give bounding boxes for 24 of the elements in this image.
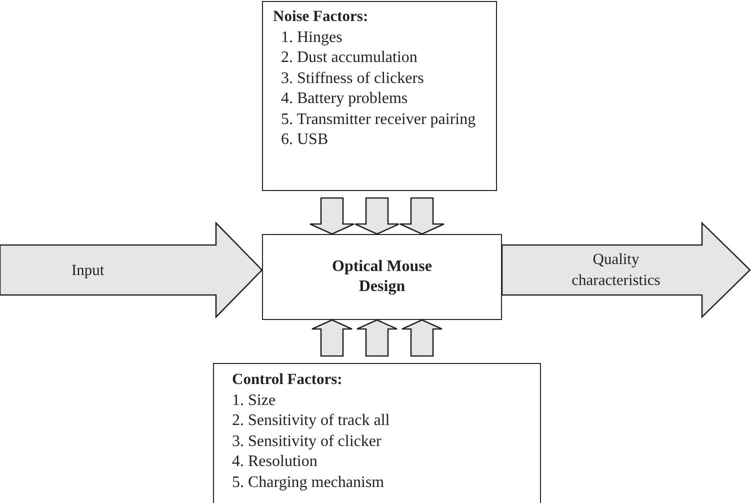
list-heading: Control Factors:	[232, 370, 344, 390]
list-item: 1. Hinges	[280, 28, 344, 48]
list-item: 3. Stiffness of clickers	[280, 68, 425, 88]
list-item: 2. Sensitivity of track all	[232, 411, 391, 431]
process-box	[262, 234, 502, 320]
block-arrow	[356, 319, 398, 357]
list-item: 3. Sensitivity of clicker	[232, 432, 382, 452]
list-heading: Noise Factors:	[273, 7, 370, 27]
block-arrow	[399, 197, 445, 235]
block-arrow	[401, 319, 443, 357]
list-item: 4. Battery problems	[280, 89, 409, 109]
block-arrow	[309, 197, 355, 235]
block-arrow	[311, 319, 353, 357]
list-item: 6. USB	[280, 130, 330, 150]
block-arrow	[0, 221, 263, 319]
list-item: 5. Transmitter receiver pairing	[280, 110, 477, 130]
list-item: 4. Resolution	[232, 452, 318, 472]
factor-list-box	[213, 363, 541, 503]
box-title: Optical Mouse Design	[331, 256, 433, 297]
list-item: 5. Charging mechanism	[232, 472, 386, 492]
factor-list-box	[262, 1, 497, 191]
list-item: 1. Size	[232, 390, 277, 410]
block-arrow	[354, 197, 400, 235]
list-item: 2. Dust accumulation	[280, 48, 418, 68]
